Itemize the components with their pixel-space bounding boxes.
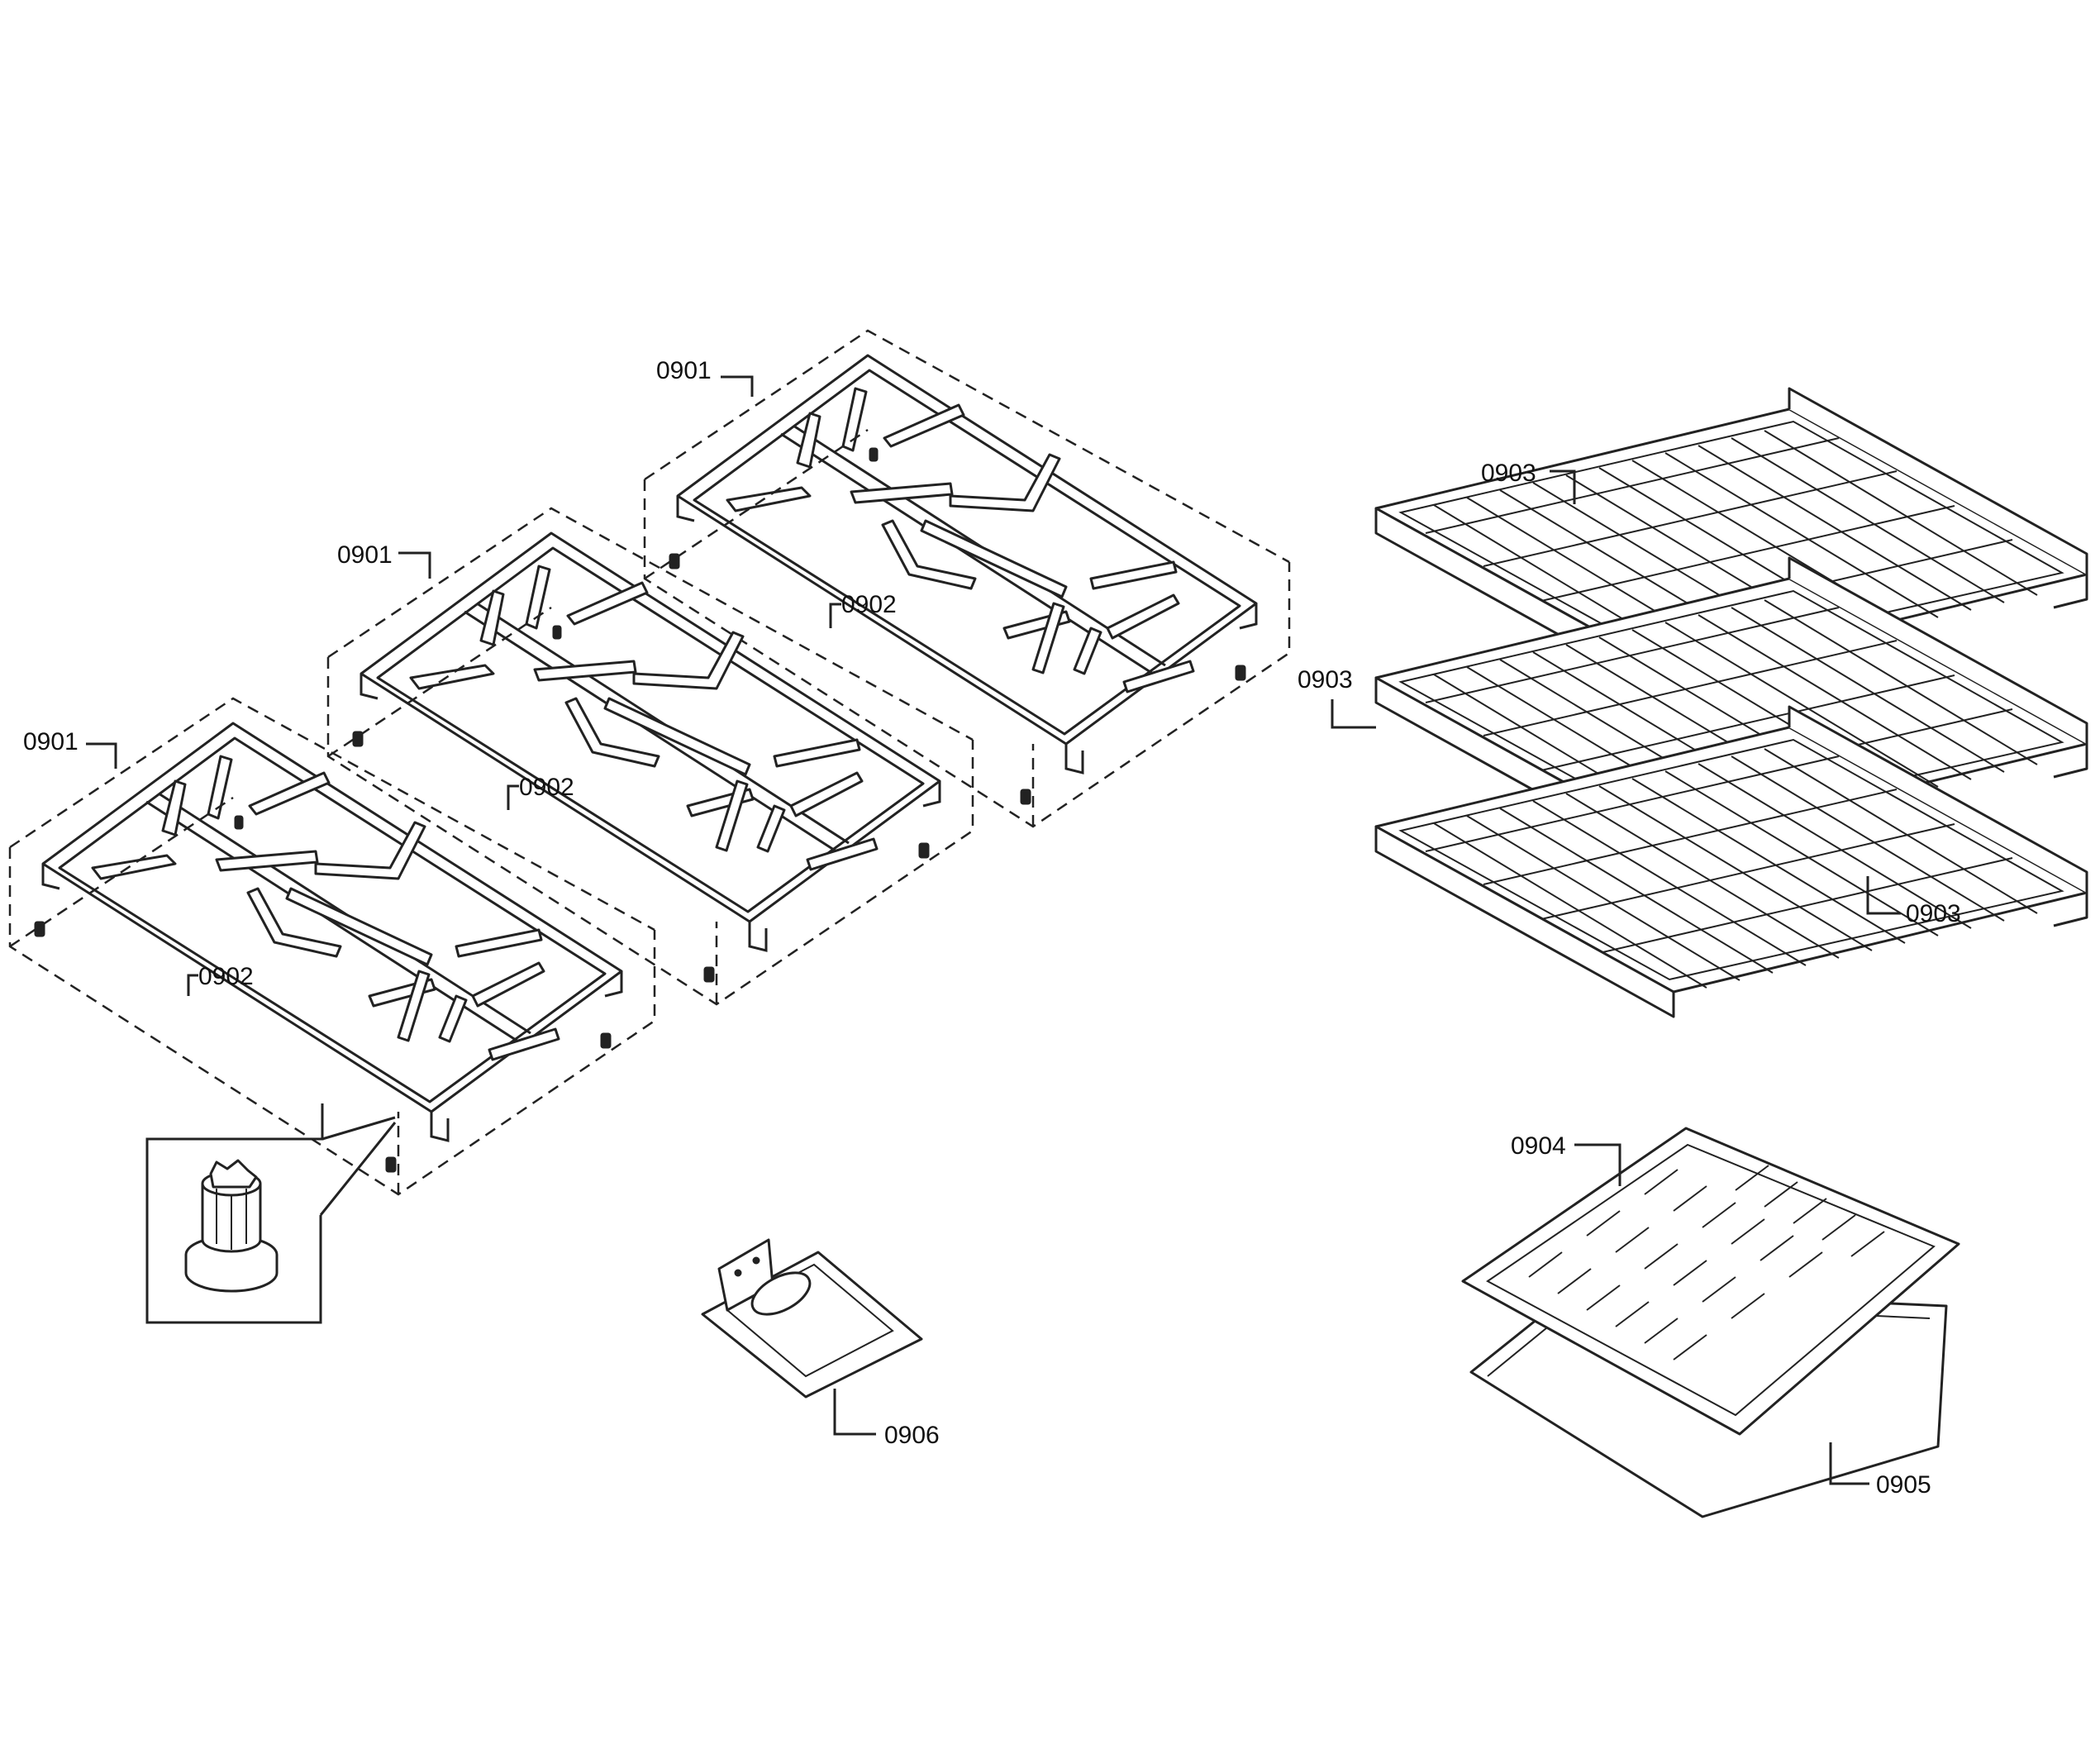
broil-pan-insert [1461, 1127, 1960, 1436]
callout-foot-middle: 0902 [519, 774, 574, 801]
callout-rack-bottom: 0903 [1906, 900, 1961, 927]
callout-foot-left: 0902 [198, 963, 254, 990]
callout-grate-right: 0901 [656, 357, 712, 384]
leader-bracket [833, 1389, 876, 1436]
leader-foot-right [829, 603, 841, 628]
bracket [701, 1238, 923, 1399]
leader-broil-pan-insert [1574, 1143, 1621, 1186]
leader-rack-middle [1331, 699, 1376, 729]
leader-foot-middle [507, 784, 519, 810]
callout-grate-left: 0901 [23, 728, 79, 755]
leader-grate-middle [398, 551, 431, 579]
callout-rack-top: 0903 [1481, 460, 1536, 487]
leader-rack-bottom [1866, 876, 1901, 915]
callout-broil-pan-insert: 0904 [1511, 1132, 1566, 1160]
callout-grate-middle: 0901 [337, 541, 393, 569]
leader-foot-left [187, 974, 198, 996]
leader-broil-pan [1829, 1442, 1869, 1485]
callout-bracket: 0906 [884, 1422, 940, 1449]
leader-rack-top [1550, 469, 1576, 504]
callout-foot-right: 0902 [841, 591, 897, 618]
leader-grate-right [721, 375, 754, 397]
callout-broil-pan: 0905 [1876, 1471, 1931, 1499]
foot-detail-inset [145, 1103, 397, 1324]
callout-rack-middle: 0903 [1298, 666, 1353, 693]
leader-grate-left [86, 742, 117, 769]
